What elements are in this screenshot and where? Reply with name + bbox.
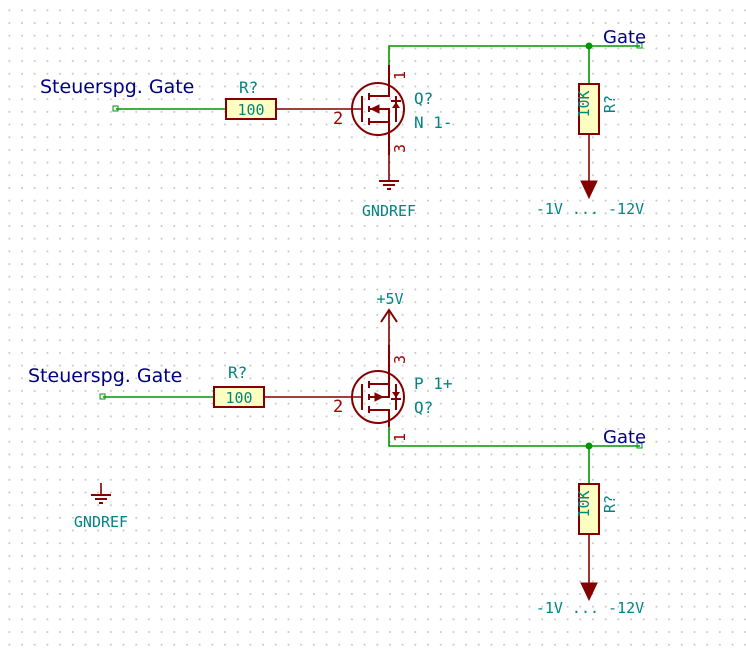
input-net-label[interactable]: Steuerspg. Gate	[40, 76, 194, 98]
nmos-transistor[interactable]: 1 3 Q? N 1-	[327, 65, 453, 155]
vcc-label: +5V	[376, 290, 403, 308]
pulldown-value: 10K	[575, 90, 593, 117]
input-net-label[interactable]: Steuerspg. Gate	[28, 365, 182, 387]
resistor-ref: R?	[228, 363, 247, 382]
ground-symbol[interactable]: GNDREF	[74, 483, 128, 531]
pulldown-resistor[interactable]: 10K R?	[575, 83, 619, 181]
pulldown-ref: R?	[601, 495, 619, 513]
gate-pin-number: 2	[333, 397, 343, 417]
resistor-value: 100	[225, 389, 252, 407]
label-connector	[636, 442, 643, 449]
gnd-label: GNDREF	[74, 513, 128, 531]
source-pin-number: 3	[391, 355, 409, 364]
gate-pin-number: 2	[333, 109, 343, 129]
label-connector	[99, 393, 106, 400]
pulldown-resistor[interactable]: 10K R?	[575, 483, 619, 583]
resistor-ref: R?	[239, 78, 258, 97]
drain-pin-number: 1	[391, 71, 409, 80]
junction-dot	[585, 42, 593, 50]
label-connector	[636, 42, 643, 49]
resistor-value: 100	[237, 101, 264, 119]
output-net-label[interactable]: Gate	[603, 427, 646, 448]
supply-label: -1V ... -12V	[536, 200, 644, 218]
pulldown-value: 10K	[575, 490, 593, 517]
transistor-value: N 1-	[414, 113, 453, 132]
vcc-symbol[interactable]: +5V	[376, 290, 404, 345]
series-resistor[interactable]: R? 100	[213, 363, 327, 408]
pulldown-ref: R?	[601, 95, 619, 113]
top-circuit: Steuerspg. Gate Gate R? 100 2 1 3 Q? N	[40, 27, 646, 220]
supply-label: -1V ... -12V	[536, 599, 644, 617]
wire-drain-to-output[interactable]	[388, 45, 640, 65]
bottom-circuit: Steuerspg. Gate Gate R? 100 2 3 1 P 1+	[28, 290, 646, 617]
negative-supply-symbol[interactable]: -1V ... -12V	[536, 582, 644, 617]
drain-pin-number: 1	[391, 433, 409, 442]
transistor-value: P 1+	[414, 374, 453, 393]
transistor-ref: Q?	[414, 398, 433, 417]
negative-supply-symbol[interactable]: -1V ... -12V	[536, 180, 644, 218]
label-connector	[112, 105, 119, 112]
gnd-label: GNDREF	[362, 202, 416, 220]
series-resistor[interactable]: R? 100	[225, 78, 327, 120]
junction-dot	[585, 442, 593, 450]
transistor-ref: Q?	[414, 89, 433, 108]
pmos-transistor[interactable]: 3 1 P 1+ Q?	[327, 345, 453, 442]
wire-drain-to-output[interactable]	[388, 427, 640, 447]
source-pin-number: 3	[391, 144, 409, 153]
ground-symbol[interactable]: GNDREF	[362, 155, 416, 220]
output-net-label[interactable]: Gate	[603, 27, 646, 48]
